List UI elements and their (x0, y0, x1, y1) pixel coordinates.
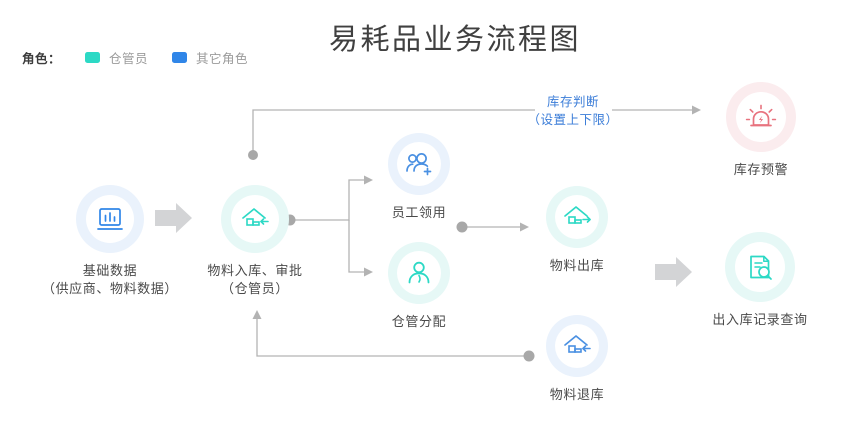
legend-item-label: 仓管员 (109, 51, 149, 66)
color-swatch-icon (172, 51, 188, 63)
add-user-icon (406, 153, 432, 176)
edge-label-line2: （设置上下限） (527, 113, 619, 127)
node-label-line1: 仓管分配 (391, 314, 447, 329)
node-label-line1: 员工领用 (391, 205, 447, 220)
document-search-icon (750, 255, 772, 280)
edge-inbound-to-stock-alert (248, 105, 701, 160)
node-icon-halo (76, 185, 144, 253)
node-icon-halo (546, 315, 608, 377)
node-label: 基础数据 （供应商、物料数据） (40, 262, 180, 298)
legend-item-label: 其它角色 (196, 51, 249, 66)
node-label: 库存预警 (710, 161, 812, 179)
node-label-line1: 物料出库 (549, 258, 605, 273)
warehouse-return-icon (564, 335, 591, 353)
page-title-text: 易耗品业务流程图 (328, 24, 581, 56)
node-label-line1: 物料退库 (549, 387, 605, 402)
color-swatch-icon (85, 51, 101, 63)
node-label: 仓管分配 (368, 313, 470, 331)
node-icon-halo (388, 133, 450, 195)
node-icon-halo (221, 185, 289, 253)
node-material-return[interactable]: 物料退库 (526, 315, 628, 404)
node-warehouse-allocation[interactable]: 仓管分配 (368, 242, 470, 331)
node-label-line2: （仓管员） (220, 281, 289, 296)
node-label: 出入库记录查询 (700, 311, 820, 329)
node-label: 员工领用 (368, 204, 470, 222)
legend-item-other-roles: 其它角色 (172, 48, 248, 67)
node-icon-halo (388, 242, 450, 304)
node-label-line1: 出入库记录查询 (712, 312, 808, 327)
node-employee-requisition[interactable]: 员工领用 (368, 133, 470, 222)
node-label: 物料出库 (526, 257, 628, 275)
warehouse-in-icon (242, 208, 269, 226)
node-label: 物料入库、审批 （仓管员） (185, 262, 325, 298)
block-arrow-basic-to-inbound (155, 203, 192, 233)
warehouse-out-icon (564, 206, 591, 224)
node-icon-halo (726, 82, 796, 152)
node-basic-data[interactable]: 基础数据 （供应商、物料数据） (40, 185, 180, 298)
node-label-line1: 物料入库、审批 (207, 263, 303, 278)
edge-label-stock-judgement: 库存判断 （设置上下限） (508, 93, 638, 129)
alarm-light-icon (745, 104, 777, 127)
block-arrow-to-record-query (655, 257, 692, 287)
node-inout-record-query[interactable]: 出入库记录查询 (700, 232, 820, 329)
node-label: 物料退库 (526, 386, 628, 404)
node-material-outbound[interactable]: 物料出库 (526, 186, 628, 275)
bar-chart-icon (97, 208, 123, 230)
edge-employee-to-outbound (456, 221, 529, 233)
legend: 角色： 仓管员 其它角色 (22, 47, 248, 67)
node-stock-alert[interactable]: 库存预警 (710, 82, 812, 179)
node-label-line1: 基础数据 (82, 263, 138, 278)
node-label-line2: （供应商、物料数据） (41, 281, 178, 296)
legend-item-warehouse-keeper: 仓管员 (85, 48, 148, 67)
node-icon-halo (725, 232, 795, 302)
node-icon-halo (546, 186, 608, 248)
legend-title: 角色： (22, 51, 62, 66)
edge-return-to-inbound (252, 310, 535, 362)
page-title: 易耗品业务流程图 (0, 16, 850, 58)
node-label-line1: 库存预警 (733, 162, 789, 177)
user-icon (408, 261, 430, 284)
node-material-inbound[interactable]: 物料入库、审批 （仓管员） (185, 185, 325, 298)
edge-label-line1: 库存判断 (546, 95, 599, 109)
